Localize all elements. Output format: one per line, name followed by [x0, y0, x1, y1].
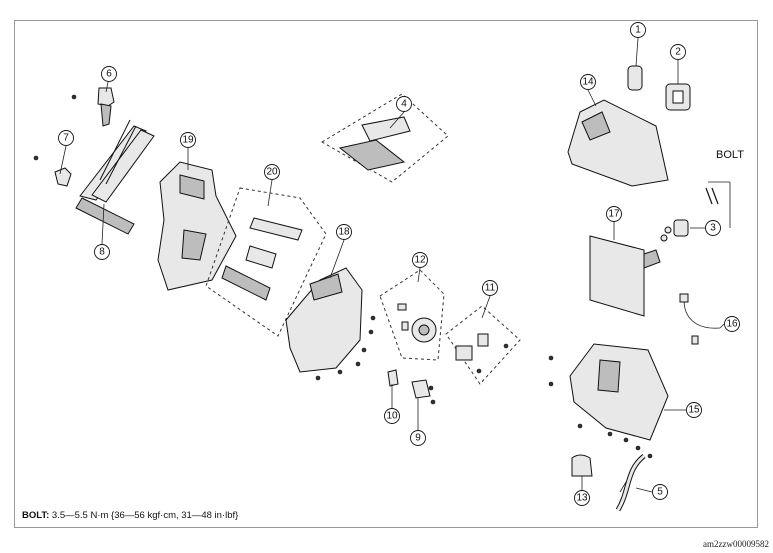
- callout-2: 2: [670, 44, 686, 60]
- callout-label: 10: [386, 411, 398, 422]
- callout-12: 12: [412, 252, 428, 268]
- bolt-pair: [705, 187, 719, 205]
- callout-label: 13: [576, 493, 588, 504]
- callout-label: 16: [726, 319, 738, 330]
- part-12-blower-motor-group: [379, 269, 445, 361]
- part-2-seal: [665, 83, 691, 111]
- part-17-evaporator: [589, 235, 661, 317]
- callout-14: 14: [580, 74, 596, 90]
- callout-18: 18: [336, 224, 352, 240]
- callout-8: 8: [94, 244, 110, 260]
- callout-10: 10: [384, 408, 400, 424]
- callout-label: 4: [401, 99, 407, 110]
- part-15-lower-case: [548, 343, 669, 459]
- callout-label: 19: [182, 135, 194, 146]
- part-20-air-mix-doors: [205, 187, 327, 337]
- callout-17: 17: [606, 206, 622, 222]
- part-19-heater-case: [157, 161, 237, 291]
- part-9-resistor: [411, 379, 436, 405]
- callout-label: 9: [415, 433, 421, 444]
- callout-label: 20: [266, 167, 278, 178]
- callout-1: 1: [630, 22, 646, 38]
- callout-6: 6: [101, 66, 117, 82]
- torque-note: BOLT: 3.5—5.5 N·m {36—56 kgf·cm, 31—48 i…: [22, 510, 238, 521]
- part-4-seal-kit: [321, 93, 449, 183]
- callout-label: 5: [657, 487, 663, 498]
- part-14-upper-case: [567, 99, 669, 187]
- part-10-sensor: [387, 369, 399, 387]
- callout-19: 19: [180, 132, 196, 148]
- callout-label: 18: [338, 227, 350, 238]
- part-13-grommet: [571, 454, 593, 477]
- callout-label: 1: [635, 25, 641, 36]
- callout-label: 11: [485, 283, 496, 294]
- callout-label: 12: [414, 255, 426, 266]
- part-5-drain-hose: [615, 454, 646, 512]
- callout-label: 14: [582, 77, 594, 88]
- diagram-frame: [14, 20, 758, 528]
- torque-note-label: BOLT:: [22, 510, 50, 521]
- callout-5: 5: [652, 484, 668, 500]
- callout-label: 2: [675, 47, 681, 58]
- callout-16: 16: [724, 316, 740, 332]
- part-6-clip: [71, 87, 115, 127]
- part-18-blower-case: [285, 267, 376, 381]
- callout-label: 3: [710, 223, 716, 234]
- callout-label: 7: [63, 133, 69, 144]
- callout-3: 3: [705, 220, 721, 236]
- callout-11: 11: [482, 280, 498, 296]
- callout-9: 9: [410, 430, 426, 446]
- callout-label: 8: [99, 247, 105, 258]
- part-16-sensor-harness: [679, 293, 721, 345]
- part-8-heater-core: [75, 119, 155, 235]
- callout-13: 13: [574, 490, 590, 506]
- part-3-expansion-valve: [660, 219, 689, 242]
- leader-lines: [59, 37, 731, 493]
- callout-4: 4: [396, 96, 412, 112]
- image-code: am2zzw00009582: [703, 539, 769, 549]
- callout-15: 15: [686, 402, 702, 418]
- part-7-clip: [33, 155, 72, 187]
- part-1-gasket: [627, 65, 643, 91]
- callout-label: 17: [608, 209, 620, 220]
- callout-7: 7: [58, 130, 74, 146]
- part-11-actuator-group: [445, 305, 521, 385]
- callout-label: 6: [106, 69, 112, 80]
- bolt-text: BOLT: [716, 149, 744, 161]
- callout-20: 20: [264, 164, 280, 180]
- torque-note-value: 3.5—5.5 N·m {36—56 kgf·cm, 31—48 in·lbf}: [51, 510, 239, 521]
- callout-label: 15: [688, 405, 700, 416]
